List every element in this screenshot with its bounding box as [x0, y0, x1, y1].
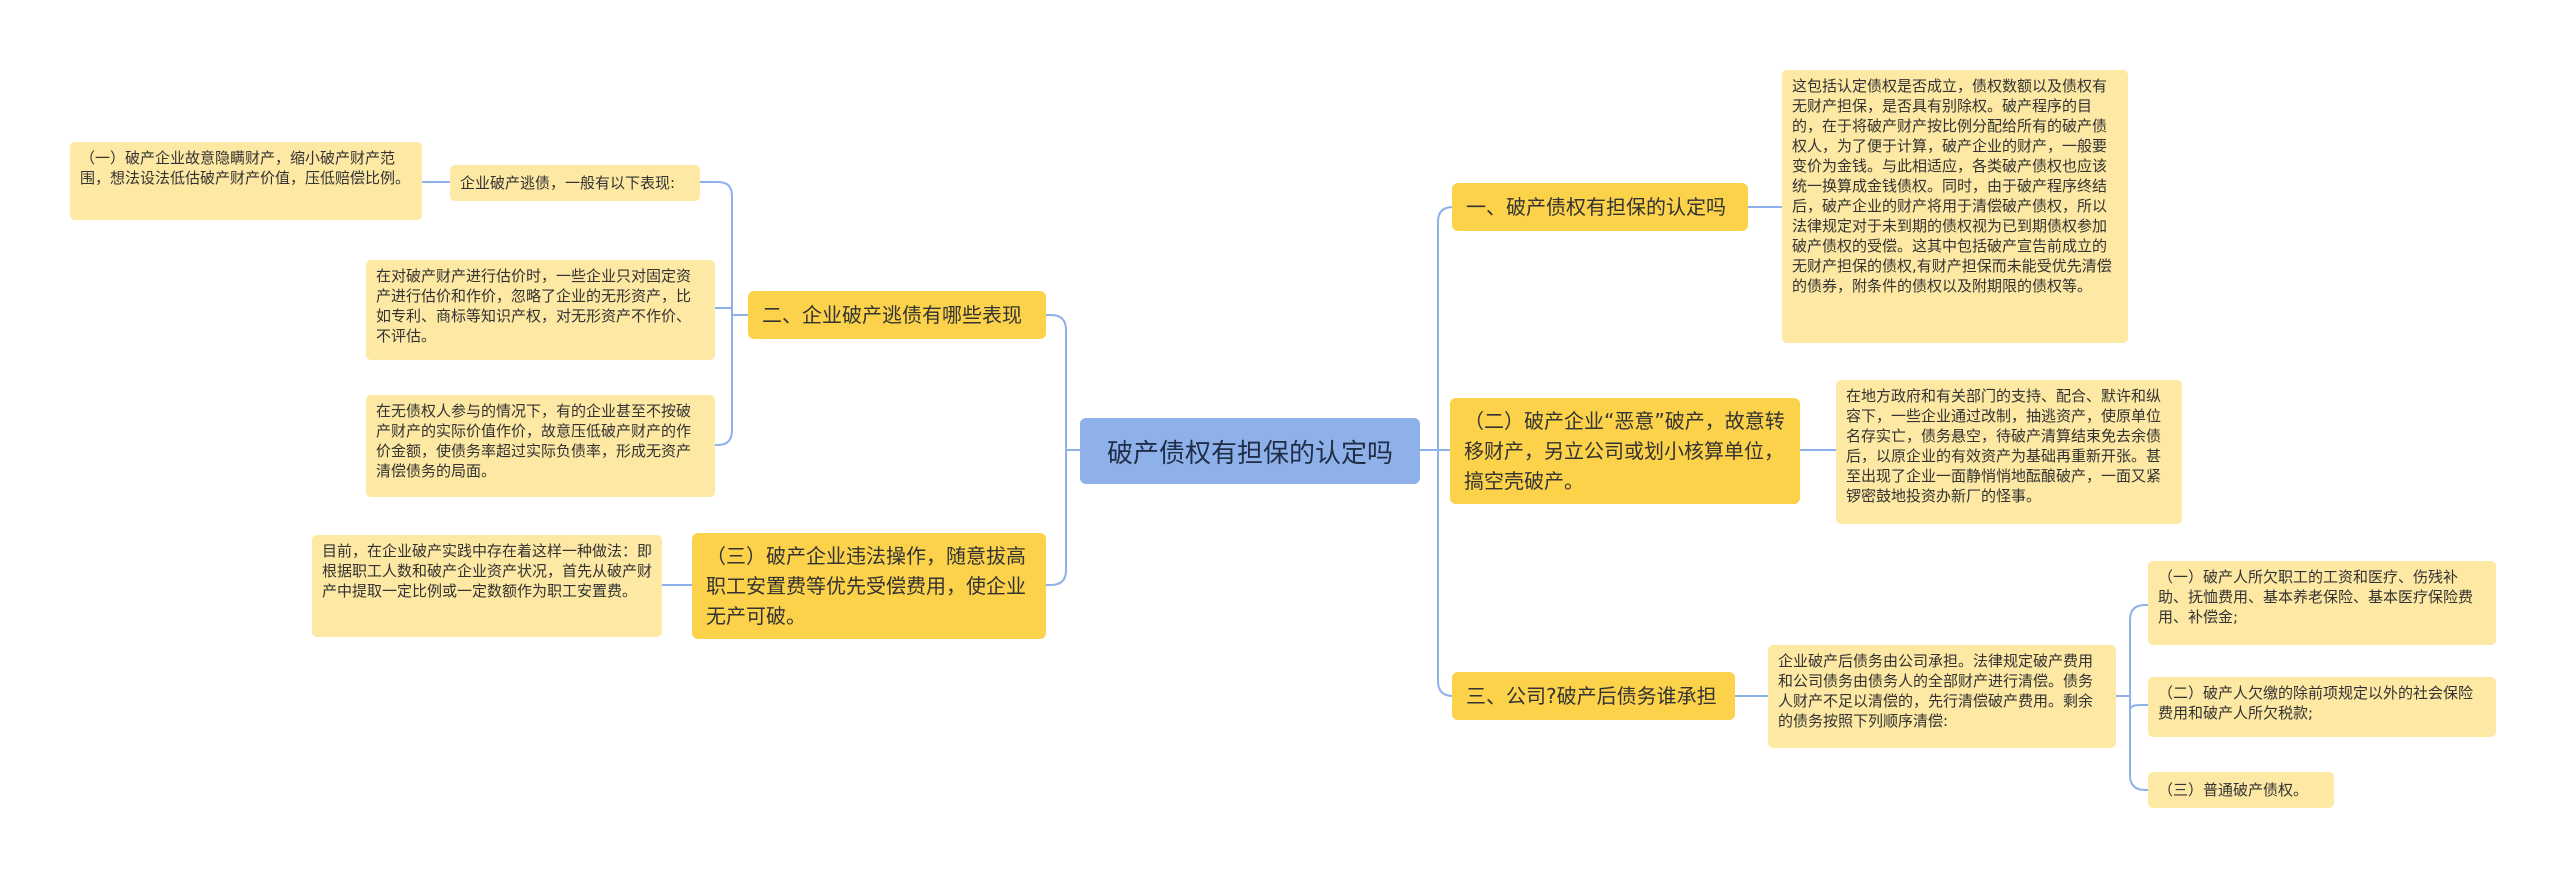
- branch-evasion-manifestations[interactable]: 二、企业破产逃债有哪些表现: [748, 291, 1046, 339]
- leaf-repayment-order-2[interactable]: （二）破产人欠缴的除前项规定以外的社会保险费用和破产人所欠税款;: [2148, 677, 2496, 737]
- leaf-debt-responsibility-detail[interactable]: 企业破产后债务由公司承担。法律规定破产费用和公司债务由债务人的全部财产进行清偿。…: [1768, 645, 2116, 748]
- link-lb1-c2: [715, 307, 733, 315]
- leaf-malicious-bankruptcy-detail[interactable]: 在地方政府和有关部门的支持、配合、默许和纵容下，一些企业通过改制，抽逃资产，使原…: [1836, 380, 2182, 524]
- leaf-debt-guarantee-detail[interactable]: 这包括认定债权是否成立，债权数额以及债权有无财产担保，是否具有别除权。破产程序的…: [1782, 70, 2128, 343]
- leaf-repayment-order-1[interactable]: （一）破产人所欠职工的工资和医疗、伤残补助、抚恤费用、基本养老保险、基本医疗保险…: [2148, 561, 2496, 645]
- link-root-left-b2: [1046, 450, 1067, 586]
- leaf-evasion-intro[interactable]: 企业破产逃债，一般有以下表现:: [450, 165, 700, 201]
- link-root-left-b1: [1046, 314, 1080, 451]
- branch-malicious-bankruptcy[interactable]: （二）破产企业“恶意”破产，故意转移财产，另立公司或划小核算单位，搞空壳破产。: [1450, 398, 1800, 504]
- link-lb1-c3: [715, 315, 733, 446]
- branch-debt-guarantee[interactable]: 一、破产债权有担保的认定吗: [1452, 183, 1748, 231]
- leaf-repayment-order-3[interactable]: （三）普通破产债权。: [2148, 772, 2334, 808]
- link-rb3-item3: [2129, 696, 2148, 791]
- branch-illegal-operation[interactable]: （三）破产企业违法操作，随意拔高职工安置费等优先受偿费用，使企业无产可破。: [692, 533, 1046, 639]
- leaf-staff-placement-fee[interactable]: 目前，在企业破产实践中存在着这样一种做法：即根据职工人数和破产企业资产状况，首先…: [312, 535, 662, 637]
- link-rb3-items: [2116, 604, 2148, 697]
- leaf-undervalue-intangibles[interactable]: 在对破产财产进行估价时，一些企业只对固定资产进行估价和作价，忽略了企业的无形资产…: [366, 260, 715, 360]
- root-topic[interactable]: 破产债权有担保的认定吗: [1080, 418, 1420, 484]
- leaf-hide-assets[interactable]: （一）破产企业故意隐瞒财产，缩小破产财产范围，想法设法低估破产财产价值，压低赔偿…: [70, 142, 422, 220]
- link-lb1-sub: [700, 181, 733, 315]
- leaf-underprice-assets[interactable]: 在无债权人参与的情况下，有的企业甚至不按破产财产的实际价值作价，故意压低破产财产…: [366, 395, 715, 497]
- branch-debt-responsibility[interactable]: 三、公司?破产后债务谁承担: [1452, 672, 1735, 720]
- link-rb3-item2: [2129, 696, 2148, 711]
